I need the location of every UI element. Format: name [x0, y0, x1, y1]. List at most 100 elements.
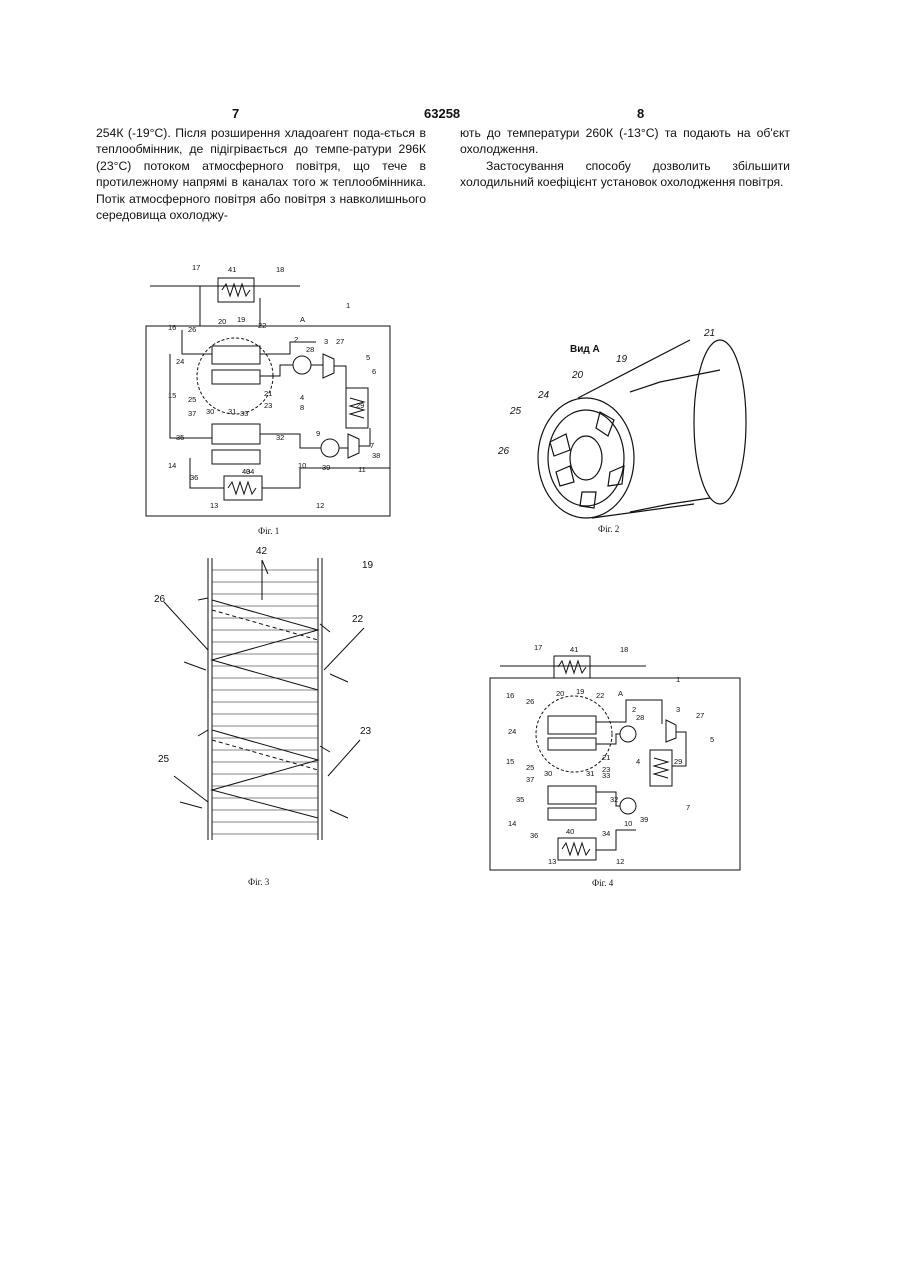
- svg-text:41: 41: [228, 265, 236, 274]
- svg-text:27: 27: [336, 337, 344, 346]
- svg-text:7: 7: [686, 803, 690, 812]
- right-paragraph-1: ють до температури 260К (-13°С) та подаю…: [460, 125, 790, 158]
- svg-text:15: 15: [506, 757, 514, 766]
- svg-text:12: 12: [616, 857, 624, 866]
- svg-text:A: A: [618, 689, 623, 698]
- svg-text:4: 4: [300, 393, 304, 402]
- figure-4: 1741181 16262019 22A228 327524 2142915 2…: [486, 640, 756, 892]
- svg-text:23: 23: [360, 726, 372, 737]
- svg-text:39: 39: [640, 815, 648, 824]
- svg-text:5: 5: [366, 353, 370, 362]
- svg-text:40: 40: [242, 467, 250, 476]
- svg-text:31: 31: [228, 407, 236, 416]
- svg-text:27: 27: [696, 711, 704, 720]
- svg-text:26: 26: [154, 594, 166, 605]
- svg-text:25: 25: [188, 395, 196, 404]
- fig1-caption: Фіг. 1: [258, 526, 279, 536]
- svg-text:7: 7: [370, 441, 374, 450]
- svg-text:28: 28: [636, 713, 644, 722]
- svg-text:1: 1: [346, 301, 350, 310]
- svg-text:24: 24: [176, 357, 184, 366]
- svg-text:31: 31: [586, 769, 594, 778]
- svg-text:42: 42: [256, 546, 268, 557]
- svg-text:30: 30: [206, 407, 214, 416]
- svg-text:8: 8: [300, 403, 304, 412]
- svg-text:19: 19: [362, 560, 374, 571]
- fig4-caption: Фіг. 4: [592, 878, 614, 888]
- svg-text:33: 33: [240, 409, 248, 418]
- figure-1: 1741181 A162620 1922228 32756 2421429 15…: [140, 258, 410, 538]
- svg-text:34: 34: [602, 829, 610, 838]
- svg-text:40: 40: [566, 827, 574, 836]
- svg-text:24: 24: [508, 727, 516, 736]
- right-paragraph-2: Застосування способу дозволить збільшити…: [460, 158, 790, 191]
- svg-text:21: 21: [703, 328, 715, 339]
- fig2-caption: Фіг. 2: [598, 524, 619, 534]
- svg-text:16: 16: [506, 691, 514, 700]
- svg-text:6: 6: [372, 367, 376, 376]
- svg-text:25: 25: [509, 406, 522, 417]
- svg-text:19: 19: [237, 315, 245, 324]
- svg-text:14: 14: [508, 819, 516, 828]
- fig2-view-label: Вид А: [570, 344, 600, 355]
- svg-text:39: 39: [322, 463, 330, 472]
- page-number-right: 8: [637, 106, 644, 121]
- svg-text:20: 20: [571, 370, 584, 381]
- svg-text:32: 32: [610, 795, 618, 804]
- svg-text:A: A: [300, 315, 305, 324]
- svg-text:41: 41: [570, 645, 578, 654]
- svg-text:26: 26: [497, 446, 510, 457]
- svg-text:20: 20: [556, 689, 564, 698]
- svg-text:18: 18: [276, 265, 284, 274]
- svg-text:33: 33: [602, 771, 610, 780]
- svg-text:37: 37: [188, 409, 196, 418]
- svg-text:2: 2: [294, 335, 298, 344]
- svg-text:13: 13: [210, 501, 218, 510]
- svg-text:11: 11: [358, 465, 366, 474]
- svg-text:26: 26: [188, 325, 196, 334]
- svg-text:16: 16: [168, 323, 176, 332]
- svg-text:29: 29: [674, 757, 682, 766]
- svg-text:30: 30: [544, 769, 552, 778]
- fig3-caption: Фіг. 3: [248, 877, 270, 887]
- svg-text:26: 26: [526, 697, 534, 706]
- svg-text:17: 17: [192, 263, 200, 272]
- svg-text:38: 38: [372, 451, 380, 460]
- svg-text:21: 21: [264, 389, 272, 398]
- svg-text:13: 13: [548, 857, 556, 866]
- svg-text:19: 19: [576, 687, 584, 696]
- svg-text:12: 12: [316, 501, 324, 510]
- svg-text:21: 21: [602, 753, 610, 762]
- svg-text:35: 35: [176, 433, 184, 442]
- svg-text:17: 17: [534, 643, 542, 652]
- left-column-text: 254К (-19°С). Після розширення хладоаген…: [96, 125, 426, 223]
- svg-text:37: 37: [526, 775, 534, 784]
- svg-text:3: 3: [676, 705, 680, 714]
- svg-text:22: 22: [352, 614, 364, 625]
- svg-text:14: 14: [168, 461, 176, 470]
- svg-text:28: 28: [306, 345, 314, 354]
- svg-text:25: 25: [158, 754, 170, 765]
- svg-text:15: 15: [168, 391, 176, 400]
- svg-text:19: 19: [616, 354, 628, 365]
- svg-text:20: 20: [218, 317, 226, 326]
- svg-text:5: 5: [710, 735, 714, 744]
- svg-text:25: 25: [526, 763, 534, 772]
- right-column: ють до температури 260К (-13°С) та подаю…: [460, 125, 790, 191]
- svg-text:36: 36: [530, 831, 538, 840]
- svg-text:22: 22: [258, 321, 266, 330]
- patent-number: 63258: [424, 106, 460, 121]
- svg-text:35: 35: [516, 795, 524, 804]
- figure-3: 42 19 26 22 23 25 Фіг. 3: [150, 540, 380, 890]
- left-column: 254К (-19°С). Після розширення хладоаген…: [96, 125, 426, 223]
- svg-text:10: 10: [624, 819, 632, 828]
- svg-text:29: 29: [356, 401, 364, 410]
- svg-text:3: 3: [324, 337, 328, 346]
- page-number-left: 7: [232, 106, 239, 121]
- svg-text:23: 23: [264, 401, 272, 410]
- svg-text:36: 36: [190, 473, 198, 482]
- svg-text:24: 24: [537, 390, 550, 401]
- svg-text:1: 1: [676, 675, 680, 684]
- svg-text:9: 9: [316, 429, 320, 438]
- svg-text:10: 10: [298, 461, 306, 470]
